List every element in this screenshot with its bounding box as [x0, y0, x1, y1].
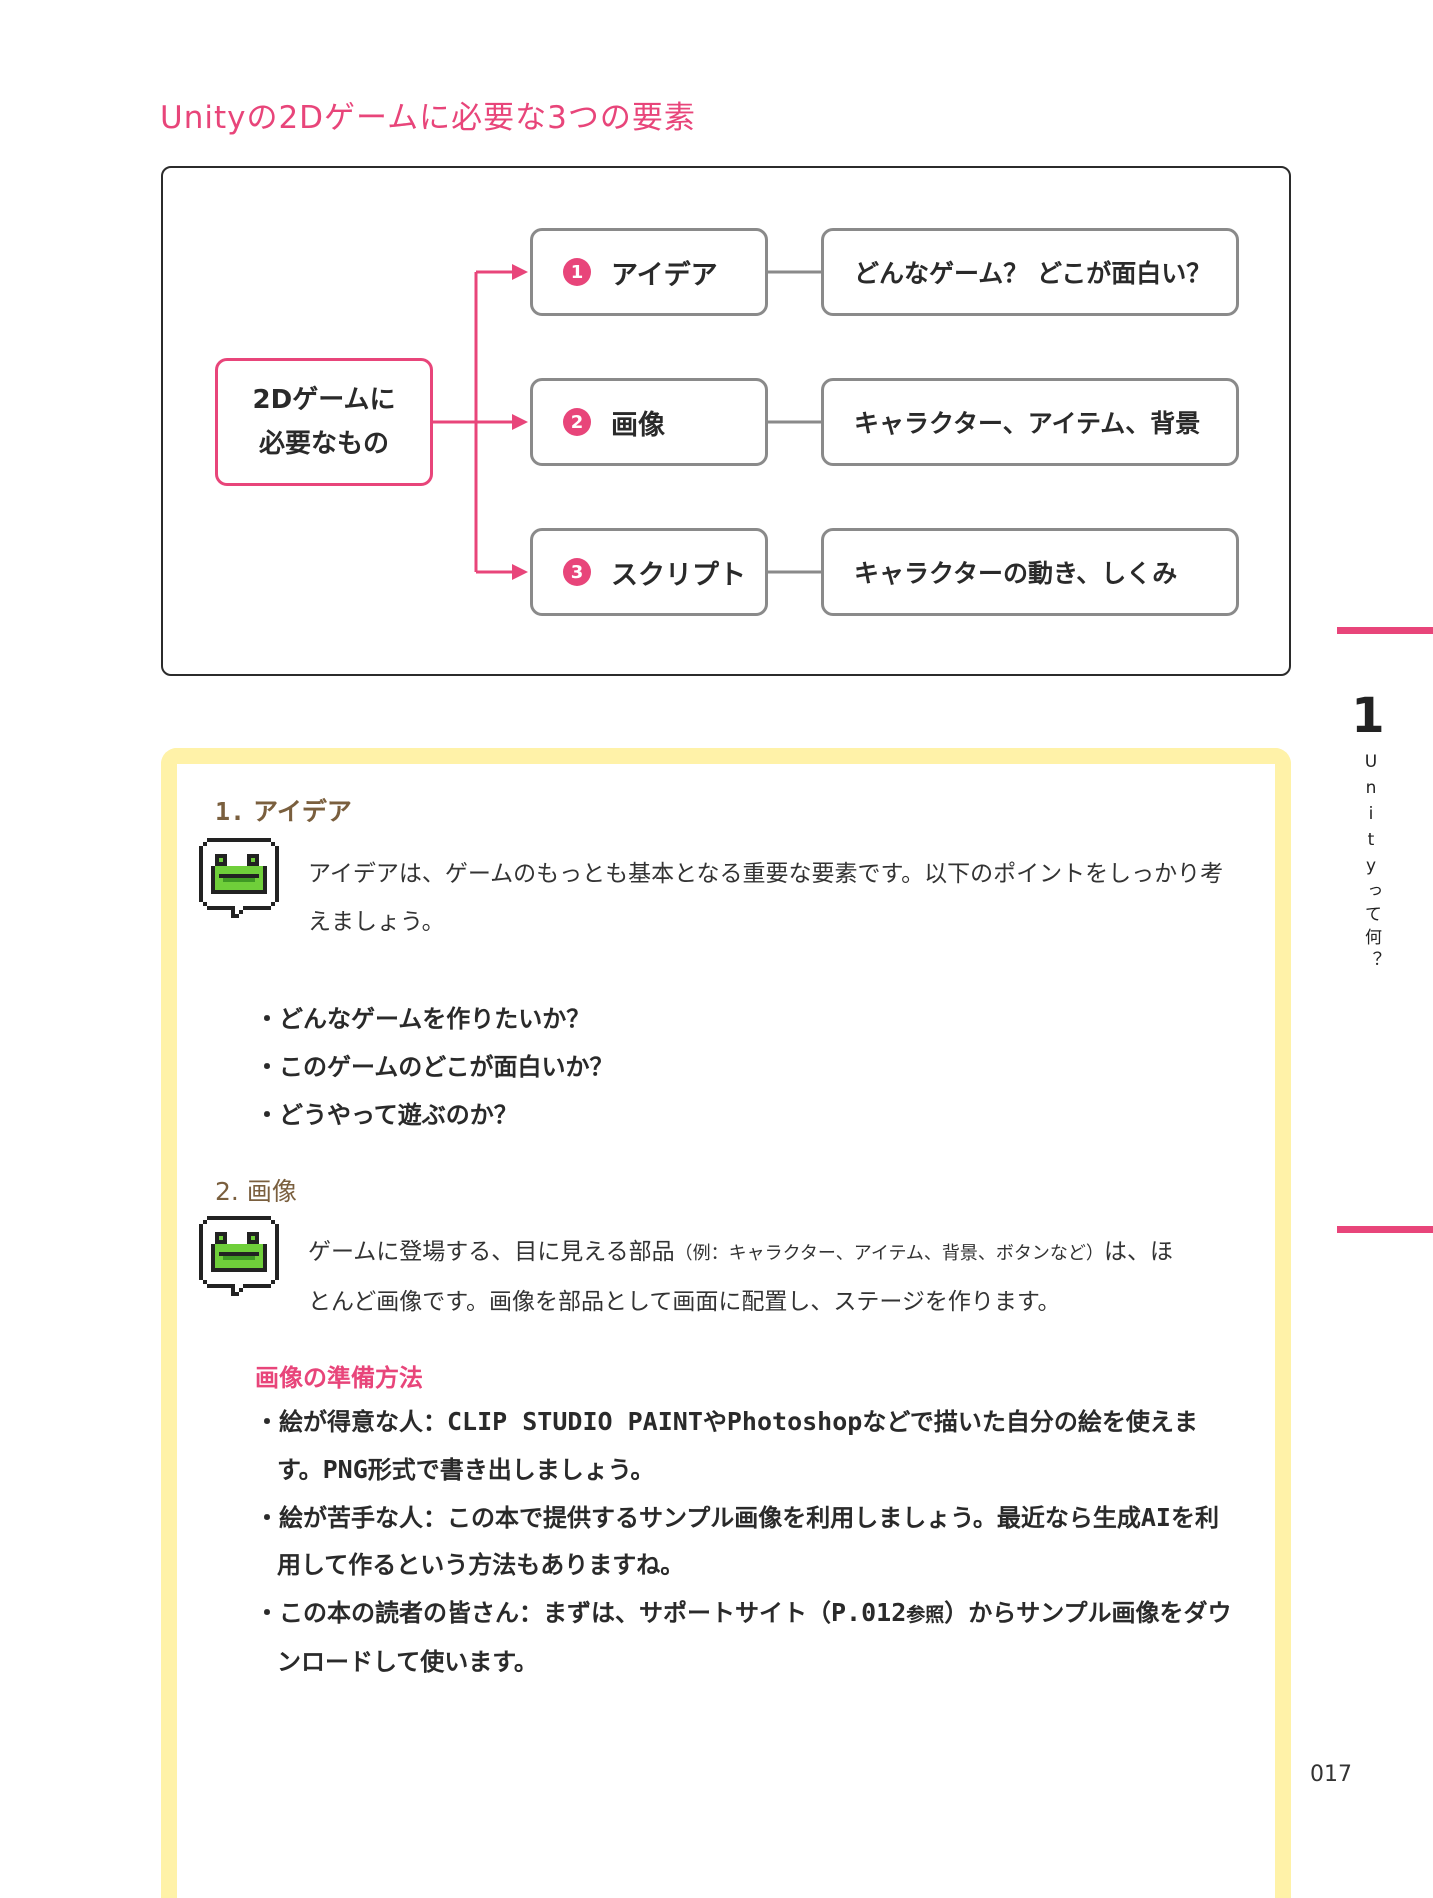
image-paragraph-text-end: は、ほ — [1103, 1239, 1173, 1265]
desc-idea: どんなゲーム？ どこが面白い？ — [821, 228, 1239, 316]
number-badge: 2 — [563, 408, 591, 436]
bullet-text: ・絵が苦手な人：この本で提供するサンプル画像を利用しましょう。最近なら生成 — [255, 1504, 1141, 1532]
format-name: PNG — [322, 1455, 368, 1484]
node-label: スクリプト — [611, 559, 746, 591]
bullet-text: ・絵が得意な人： — [255, 1408, 447, 1436]
list-item: ・このゲームのどこが面白いか？ — [255, 1053, 614, 1081]
bullet-text: や — [702, 1408, 727, 1436]
image-paragraph: ゲームに登場する、目に見える部品（例：キャラクター、アイテム、背景、ボタンなど）… — [308, 1228, 1268, 1326]
arrow-head-1 — [512, 264, 528, 280]
connector-pink — [433, 270, 512, 574]
diagram-connectors — [433, 264, 821, 580]
number-badge: 1 — [563, 258, 591, 286]
node-script: 3 スクリプト — [530, 528, 768, 616]
list-item: ・どうやって遊ぶのか？ — [255, 1101, 518, 1129]
idea-paragraph: アイデアは、ゲームのもっとも基本となる重要な要素です。以下のポイントをしっかり考… — [308, 850, 1248, 946]
frog-icon — [199, 838, 279, 918]
image-paragraph-text: ゲームに登場する、目に見える部品 — [308, 1239, 675, 1265]
number-badge: 3 — [563, 558, 591, 586]
diagram-source-box: 2Dゲームに 必要なもの — [215, 358, 433, 486]
page-reference: P.012 — [831, 1598, 907, 1627]
frog-icon — [199, 1216, 279, 1296]
idea-paragraph-line-2: えましょう。 — [308, 909, 445, 935]
section-title: アイデア — [253, 797, 352, 826]
page-number: 017 — [1310, 1762, 1352, 1787]
ai-term: AI — [1140, 1503, 1171, 1532]
section-title: 画像 — [246, 1177, 297, 1206]
node-label: 画像 — [611, 409, 665, 441]
node-label: アイデア — [611, 259, 718, 291]
idea-bullet-list: ・どんなゲームを作りたいか？ ・このゲームのどこが面白いか？ ・どうやって遊ぶの… — [255, 995, 614, 1139]
side-bar-top — [1337, 627, 1433, 634]
diagram-frame — [161, 166, 1291, 676]
arrow-head-3 — [512, 564, 528, 580]
bullet-text: ・この本の読者の皆さん：まずは、サポートサイト（ — [255, 1599, 831, 1627]
list-item: ・どんなゲームを作りたいか？ — [255, 1005, 591, 1033]
reference-note: 参照 — [906, 1604, 945, 1626]
node-image: 2 画像 — [530, 378, 768, 466]
arrow-head-2 — [512, 414, 528, 430]
source-line-1: 2Dゲームに — [252, 385, 396, 415]
list-item: ・絵が得意な人：CLIP STUDIO PAINTやPhotoshopなどで描い… — [255, 1398, 1240, 1494]
section-heading-image: 2. 画像 — [215, 1172, 297, 1208]
note-box — [161, 748, 1291, 1898]
source-line-2: 必要なもの — [258, 429, 389, 459]
image-paragraph-line-1: ゲームに登場する、目に見える部品（例：キャラクター、アイテム、背景、ボタンなど）… — [308, 1228, 1268, 1278]
chapter-number: 1 — [1351, 688, 1385, 744]
software-name: Photoshop — [726, 1407, 863, 1436]
desc-image: キャラクター、アイテム、背景 — [821, 378, 1239, 466]
connector-gray — [768, 270, 821, 574]
section-number: 2. — [215, 1177, 239, 1206]
image-prep-subheading: 画像の準備方法 — [255, 1364, 423, 1392]
section-number: 1. — [215, 797, 246, 826]
desc-script: キャラクターの動き、しくみ — [821, 528, 1239, 616]
bullet-text: などで描いた自分の絵を使えます。 — [277, 1408, 1198, 1484]
image-prep-list: ・絵が得意な人：CLIP STUDIO PAINTやPhotoshopなどで描い… — [255, 1398, 1240, 1686]
side-bar-bottom — [1337, 1226, 1433, 1233]
software-name: CLIP STUDIO PAINT — [447, 1407, 703, 1436]
bullet-text: ）からサンプル画像をダウンロードして使います。 — [277, 1599, 1232, 1676]
chapter-title: Unityって何？ — [1361, 752, 1381, 974]
list-item: ・この本の読者の皆さん：まずは、サポートサイト（P.012参照）からサンプル画像… — [255, 1589, 1240, 1686]
bullet-text: 形式で書き出しましょう。 — [367, 1456, 655, 1484]
page-title: Unityの2Dゲームに必要な3つの要素 — [160, 100, 696, 136]
section-heading-idea: 1.アイデア — [215, 792, 352, 828]
list-item: ・絵が苦手な人：この本で提供するサンプル画像を利用しましょう。最近なら生成AIを… — [255, 1494, 1240, 1589]
idea-paragraph-line-1: アイデアは、ゲームのもっとも基本となる重要な要素です。以下のポイントをしっかり考 — [308, 861, 1224, 887]
image-paragraph-example: （例：キャラクター、アイテム、背景、ボタンなど） — [674, 1243, 1104, 1264]
node-idea: 1 アイデア — [530, 228, 768, 316]
bullet-text: を利用して作るという方法もありますね。 — [277, 1504, 1219, 1579]
image-paragraph-line-2: とんど画像です。画像を部品として画面に配置し、ステージを作ります。 — [308, 1289, 1061, 1315]
